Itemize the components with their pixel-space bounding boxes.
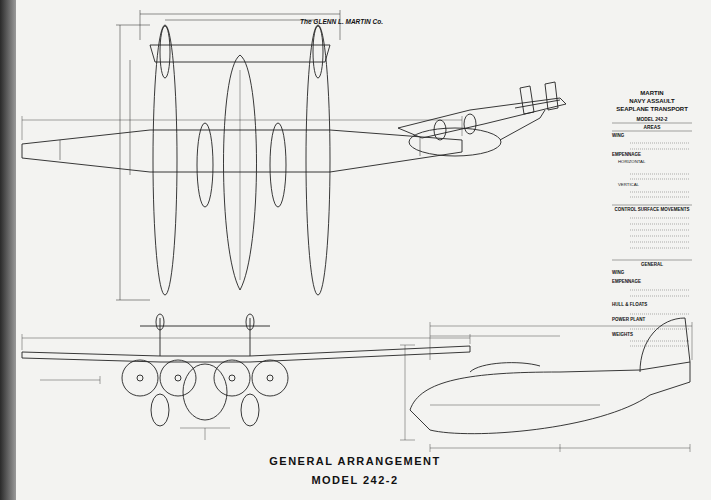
table-heading: WING [612, 271, 624, 276]
company-name: The GLENN L. MARTIN Co. [300, 18, 383, 25]
project-title: NAVY ASSAULT [629, 98, 674, 105]
model-number: MODEL 242-2 [311, 474, 398, 486]
table-heading: POWER PLANT [612, 318, 645, 323]
project-title: SEAPLANE TRANSPORT [616, 106, 688, 113]
table-heading: GENERAL [641, 263, 663, 268]
table-heading: EMPENNAGE [612, 280, 641, 285]
table-heading: WEIGHTS [612, 333, 633, 338]
table-heading: HORIZONTAL [618, 160, 645, 165]
project-title: MARTIN [640, 90, 663, 97]
table-heading: VERTICAL [618, 183, 639, 188]
table-heading: WING [612, 134, 624, 139]
table-heading: CONTROL SURFACE MOVEMENTS [614, 208, 689, 213]
table-heading: EMPENNAGE [612, 153, 641, 158]
table-heading: AREAS [644, 125, 661, 130]
table-heading: HULL & FLOATS [612, 303, 647, 308]
sheet-title: GENERAL ARRANGEMENT [269, 455, 441, 467]
table-heading: MODEL 242-2 [637, 117, 668, 122]
